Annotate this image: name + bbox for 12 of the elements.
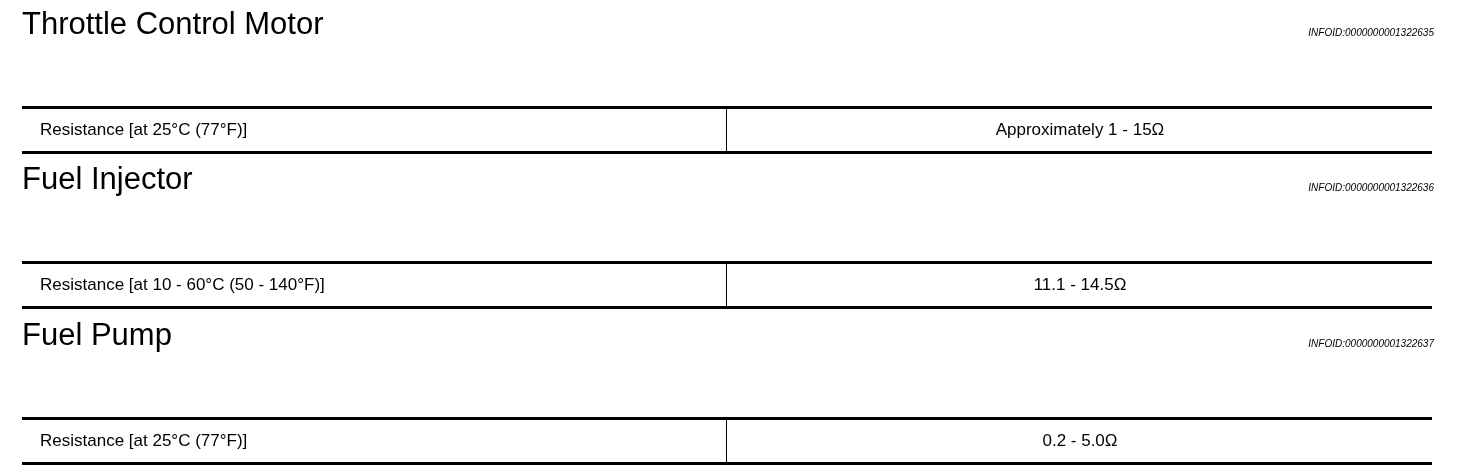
- section-heading: Fuel Pump: [22, 317, 172, 353]
- table-cell-text: 11.1 - 14.5Ω: [1032, 274, 1128, 296]
- section-heading: Fuel Injector: [22, 161, 193, 197]
- section-heading: Throttle Control Motor: [22, 6, 324, 42]
- table-cell-text: Approximately 1 - 15Ω: [994, 119, 1166, 141]
- info-id: INFOID:0000000001322635: [1308, 27, 1434, 38]
- table-cell: Resistance [at 25°C (77°F)]: [22, 109, 727, 151]
- table-cell: Resistance [at 10 - 60°C (50 - 140°F)]: [22, 264, 727, 306]
- table-cell: Resistance [at 25°C (77°F)]: [22, 420, 727, 462]
- table-cell-text: 0.2 - 5.0Ω: [1041, 430, 1119, 452]
- info-id: INFOID:0000000001322636: [1308, 182, 1434, 193]
- info-id: INFOID:0000000001322637: [1308, 338, 1434, 349]
